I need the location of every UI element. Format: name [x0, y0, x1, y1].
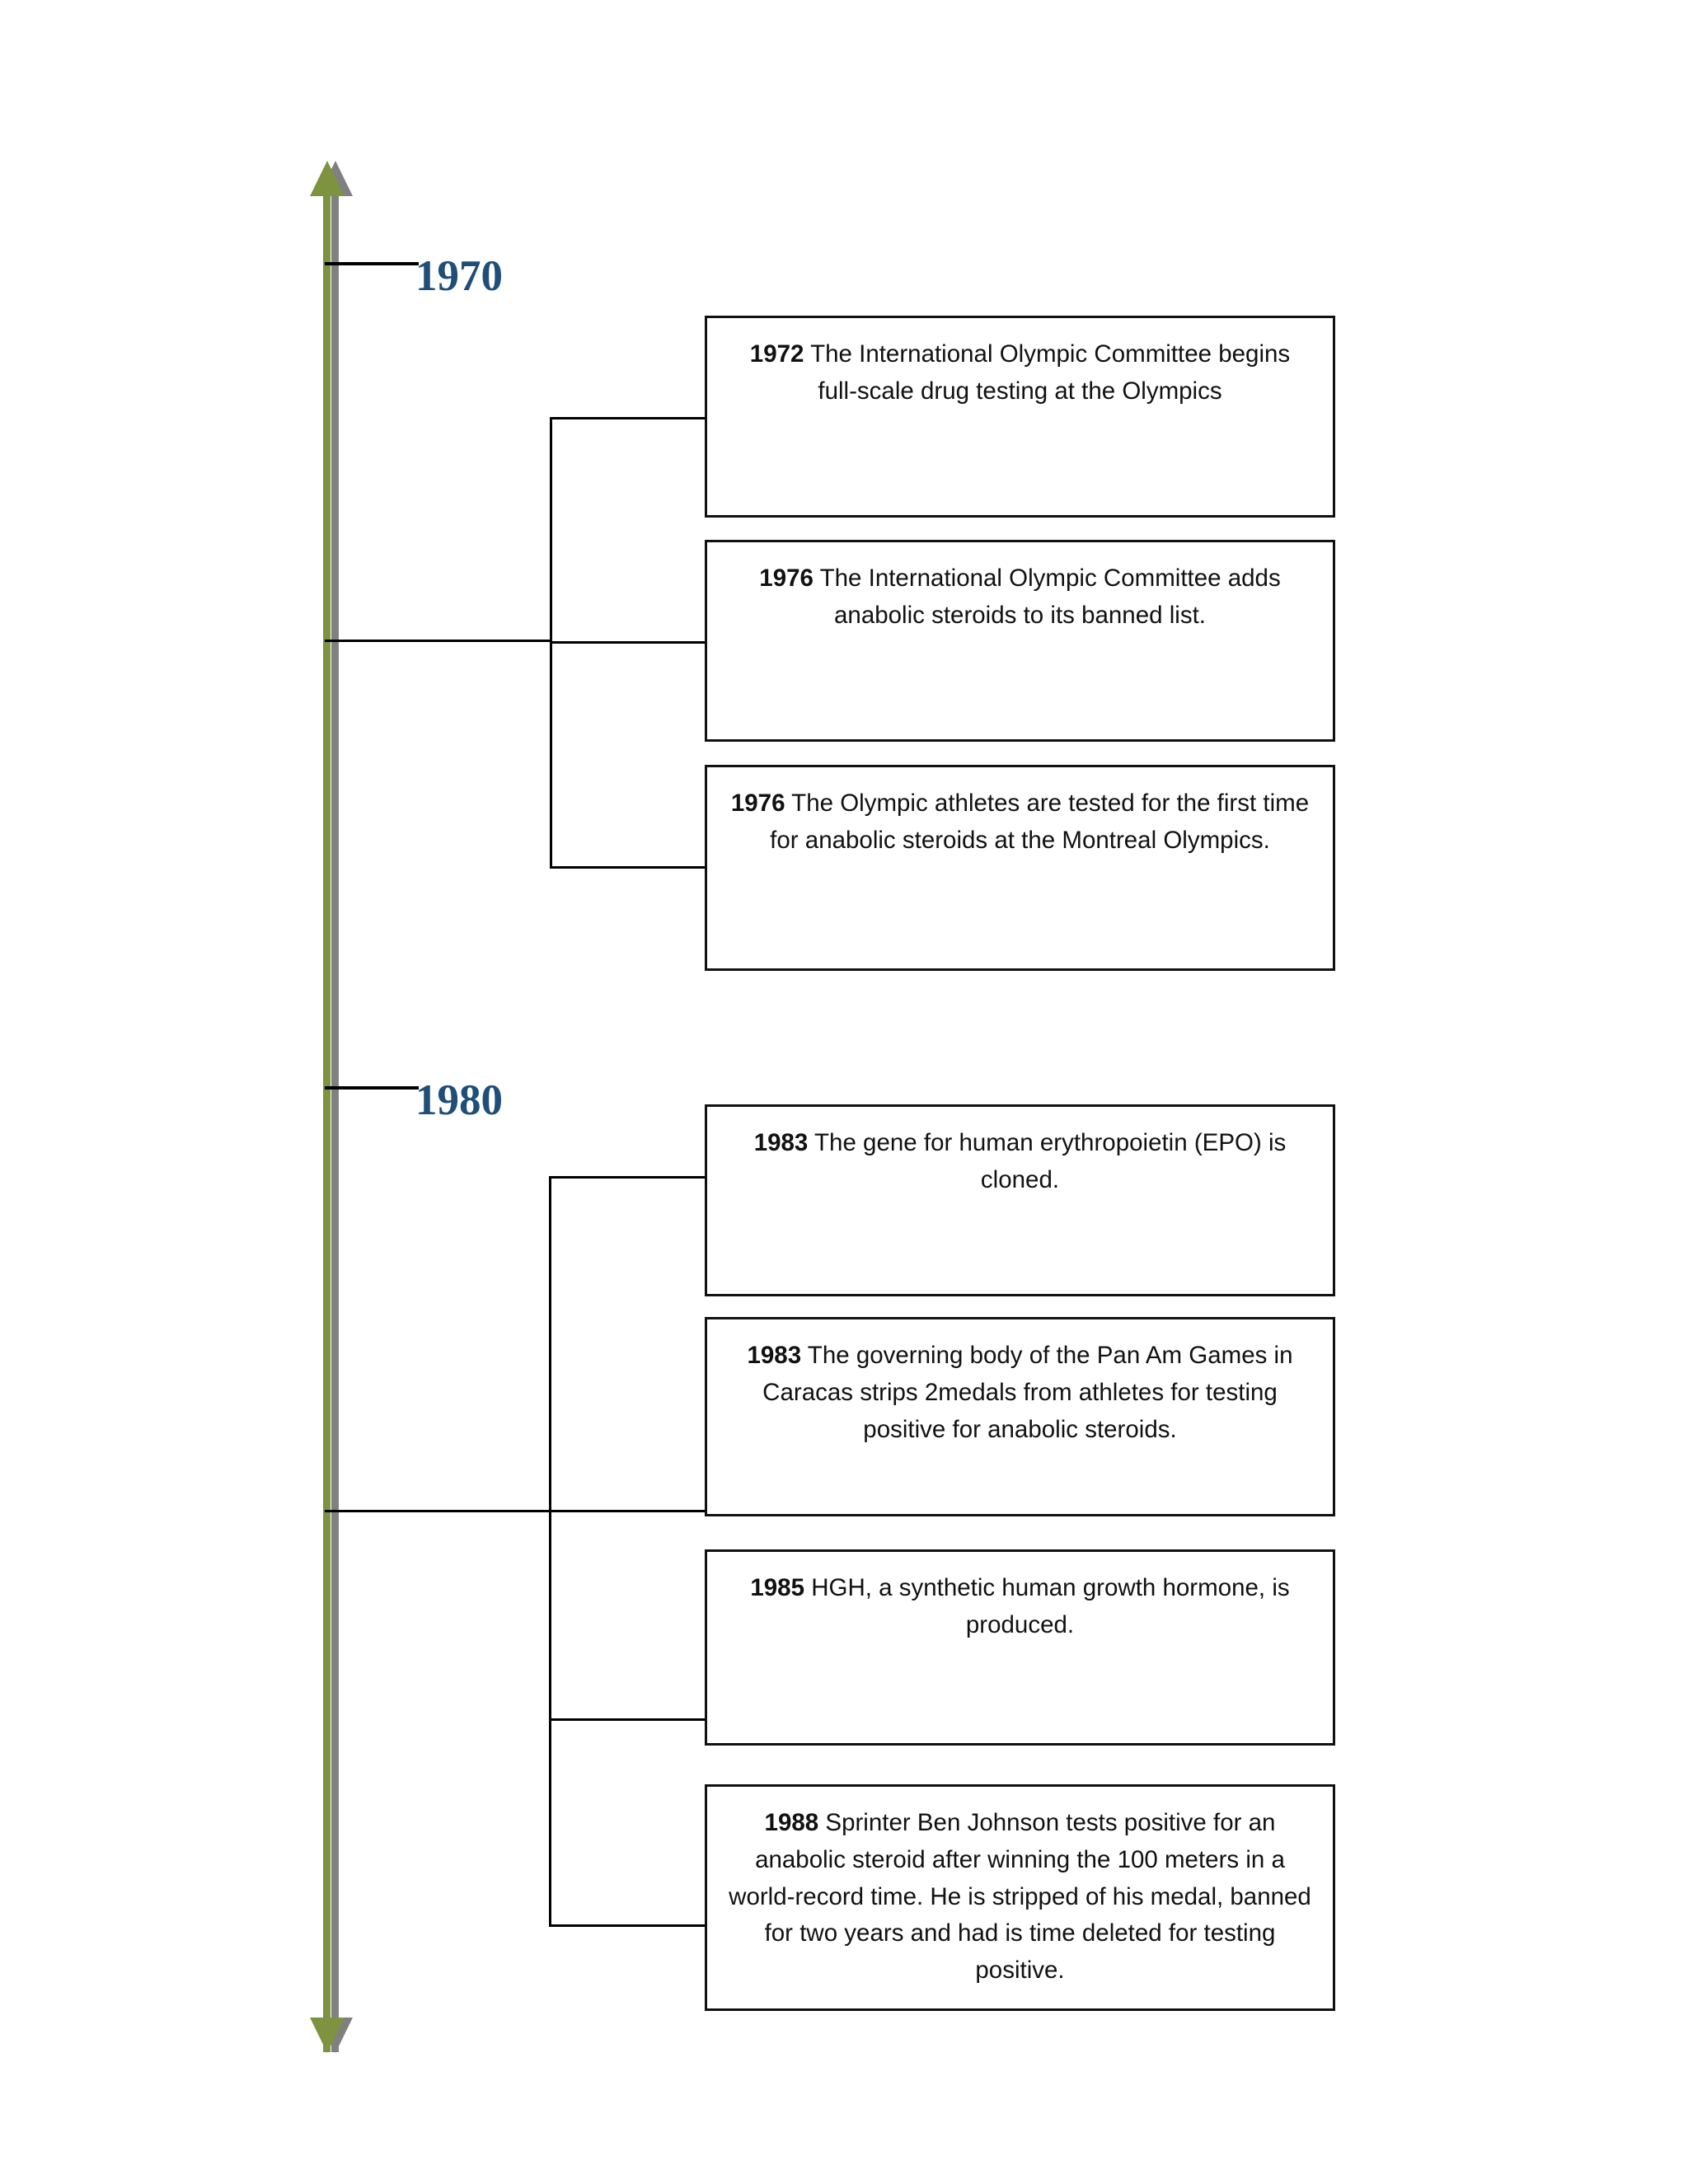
event-year-1988: 1988	[764, 1809, 819, 1836]
year-tick-1980	[325, 1086, 419, 1090]
axis-connector-group-1970s	[325, 640, 551, 642]
box-connector-1972	[550, 417, 706, 419]
bracket-line-group-1980s	[549, 1176, 551, 1924]
event-text-1983-a: 1983 The gene for human erythropoietin (…	[707, 1107, 1333, 1199]
event-year-1972: 1972	[749, 340, 804, 368]
event-text-1976-a: 1976 The International Olympic Committee…	[707, 542, 1333, 635]
box-connector-1988	[549, 1924, 706, 1927]
box-connector-1976-a	[550, 641, 706, 644]
event-body-1985: HGH, a synthetic human growth hormone, i…	[811, 1574, 1290, 1638]
year-label-1980: 1980	[415, 1076, 503, 1124]
event-box-1972[interactable]: 1972 The International Olympic Committee…	[705, 316, 1335, 518]
event-body-1983-a: The gene for human erythropoietin (EPO) …	[814, 1129, 1287, 1193]
axis-connector-group-1980s	[325, 1510, 551, 1512]
event-body-1976-b: The Olympic athletes are tested for the …	[770, 790, 1310, 854]
year-tick-1970	[325, 262, 419, 265]
year-label-1970: 1970	[415, 252, 503, 300]
event-text-1988: 1988 Sprinter Ben Johnson tests positive…	[707, 1787, 1333, 1990]
box-connector-1976-b	[550, 866, 706, 869]
event-text-1976-b: 1976 The Olympic athletes are tested for…	[707, 767, 1333, 860]
event-body-1976-a: The International Olympic Committee adds…	[819, 565, 1281, 629]
event-text-1972: 1972 The International Olympic Committee…	[707, 318, 1333, 410]
event-year-1976-b: 1976	[730, 790, 785, 817]
event-body-1983-b: The governing body of the Pan Am Games i…	[762, 1342, 1293, 1443]
timeline-axis-shaft	[323, 175, 331, 2052]
event-year-1983-a: 1983	[753, 1129, 809, 1156]
box-connector-1983-b	[549, 1510, 706, 1512]
timeline-axis-shadow	[331, 175, 339, 2052]
event-text-1985: 1985 HGH, a synthetic human growth hormo…	[707, 1552, 1333, 1644]
box-connector-1983-a	[549, 1176, 706, 1179]
event-box-1983-b[interactable]: 1983 The governing body of the Pan Am Ga…	[705, 1317, 1335, 1516]
event-box-1983-a[interactable]: 1983 The gene for human erythropoietin (…	[705, 1104, 1335, 1296]
event-box-1988[interactable]: 1988 Sprinter Ben Johnson tests positive…	[705, 1784, 1335, 2011]
arrow-down-icon	[310, 2018, 345, 2053]
event-box-1985[interactable]: 1985 HGH, a synthetic human growth hormo…	[705, 1549, 1335, 1746]
event-year-1985: 1985	[750, 1574, 804, 1601]
event-body-1988: Sprinter Ben Johnson tests positive for …	[729, 1809, 1311, 1985]
box-connector-1985	[549, 1718, 706, 1721]
event-box-1976-a[interactable]: 1976 The International Olympic Committee…	[705, 540, 1335, 742]
event-year-1976-a: 1976	[759, 565, 814, 592]
event-body-1972: The International Olympic Committee begi…	[810, 340, 1291, 405]
event-year-1983-b: 1983	[747, 1342, 802, 1369]
arrow-up-icon	[310, 161, 345, 196]
event-text-1983-b: 1983 The governing body of the Pan Am Ga…	[707, 1319, 1333, 1448]
event-box-1976-b[interactable]: 1976 The Olympic athletes are tested for…	[705, 765, 1335, 971]
